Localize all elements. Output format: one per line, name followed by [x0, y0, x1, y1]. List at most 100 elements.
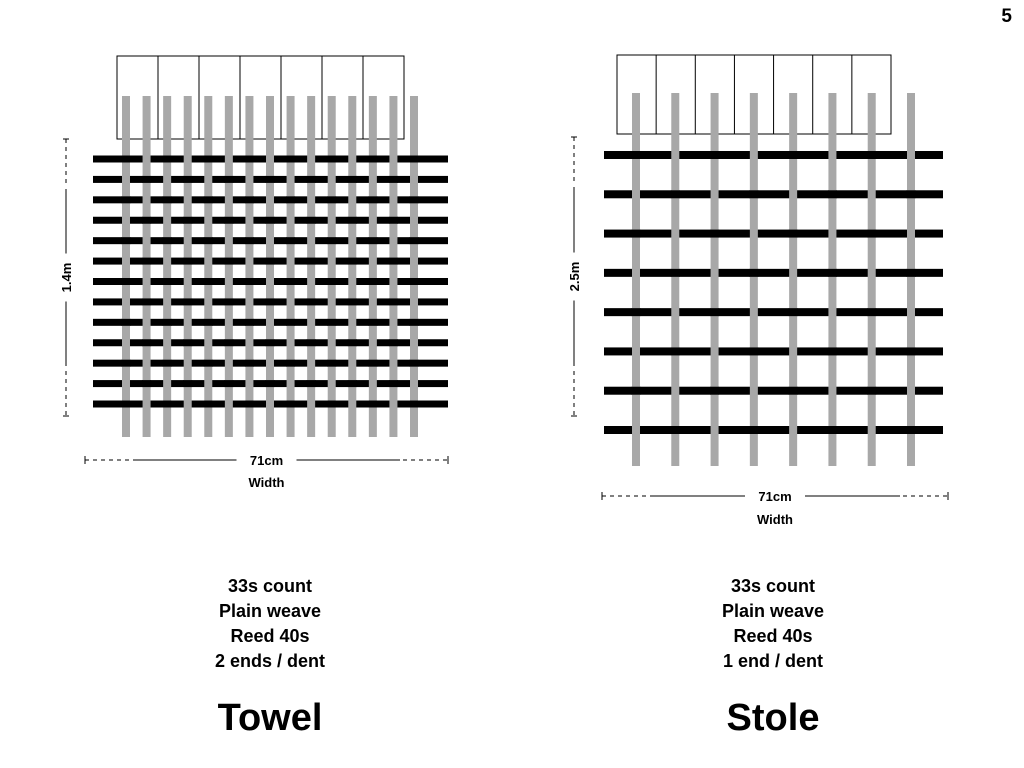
towel-spec-weave: Plain weave: [218, 601, 322, 621]
stole-weft-over-warp: [827, 268, 837, 277]
stole-weft-over-warp: [906, 426, 916, 434]
towel-weft-over-warp: [388, 257, 398, 265]
stole-weft-over-warp: [710, 308, 720, 317]
towel-warp-end: [122, 96, 130, 437]
stole-weft-over-warp: [631, 229, 641, 238]
stole-weft-over-warp: [749, 347, 759, 356]
stole-weft-over-warp: [749, 268, 759, 277]
towel-weft-over-warp: [162, 359, 172, 367]
towel-weft-over-warp: [121, 400, 131, 408]
towel-weft-over-warp: [142, 216, 152, 224]
towel-weft-over-warp: [183, 380, 193, 388]
towel-weft-over-warp: [265, 339, 275, 347]
stole-warp-threads: [632, 93, 915, 466]
stole-weft-over-warp: [749, 190, 759, 199]
towel-weft-over-warp: [203, 318, 213, 326]
towel-weft-over-warp: [286, 278, 296, 285]
towel-weft-over-warp: [244, 237, 254, 245]
stole-weft-over-warp: [867, 386, 877, 395]
towel-weft-over-warp: [162, 278, 172, 285]
towel-weft-over-warp: [286, 359, 296, 367]
towel-weft-over-warp: [121, 155, 131, 163]
stole-weft-threads: [604, 151, 943, 434]
towel-weft-over-warp: [203, 359, 213, 367]
stole-weft-over-warp: [788, 229, 798, 238]
towel-width-caption: Width: [249, 475, 285, 490]
towel-weft-over-warp: [224, 257, 234, 265]
towel-weft-over-warp: [203, 155, 213, 163]
stole-width-caption: Width: [757, 512, 793, 527]
stole-width-value: 71cm: [758, 489, 791, 504]
towel-weft-over-warp: [244, 196, 254, 204]
stole-weft-over-warp: [827, 426, 837, 434]
towel-weft-over-warp: [327, 196, 337, 204]
stole-weft-pick: [604, 151, 943, 159]
towel-weft-over-warp: [347, 380, 357, 388]
towel-warp-end: [266, 96, 274, 437]
stole-weft-over-warp: [867, 151, 877, 159]
towel-weft-over-warp: [265, 380, 275, 388]
stole-warp-end: [867, 93, 876, 466]
stole-warp-end: [671, 93, 680, 466]
towel-weft-over-warp: [224, 298, 234, 306]
towel-weft-over-warp: [286, 196, 296, 204]
towel-weft-over-warp: [347, 298, 357, 306]
towel-weft-over-warp: [183, 257, 193, 265]
stole-title: Stole: [726, 697, 820, 739]
towel-weft-over-warp: [142, 298, 152, 306]
towel-weft-over-warp: [162, 196, 172, 204]
stole-weft-over-warp: [631, 386, 641, 395]
stole-weft-over-warp: [710, 386, 720, 395]
towel-weft-over-warp: [224, 339, 234, 347]
towel-warp-end: [286, 96, 295, 437]
stole-weft-over-warp: [788, 386, 798, 395]
towel-warp-end: [307, 96, 316, 437]
towel-weft-over-warp: [224, 216, 234, 224]
towel-weft-over-warp: [286, 318, 296, 326]
towel-weft-over-warp: [244, 400, 254, 408]
towel-weft-over-warp: [162, 400, 172, 408]
towel-weft-over-warp: [162, 155, 172, 163]
towel-weft-over-warp: [327, 278, 337, 285]
towel-weft-over-warp: [286, 237, 296, 245]
towel-weft-over-warp: [409, 400, 419, 408]
towel-warp-end: [245, 96, 254, 437]
stole-weft-over-warp: [906, 347, 916, 356]
towel-length-dimension: 1.4m: [59, 138, 74, 417]
towel-weft-over-warp: [265, 175, 275, 183]
towel-weft-over-warp: [121, 318, 131, 326]
towel-weft-over-warp: [327, 318, 337, 326]
towel-weft-over-warp: [368, 318, 378, 326]
stole-weft-pick: [604, 268, 943, 277]
towel-weft-over-warp: [409, 196, 419, 204]
towel-spec-ends: 2 ends / dent: [214, 651, 326, 671]
stole-weft-over-warp: [670, 190, 680, 199]
stole-warp-end: [789, 93, 798, 466]
towel-warp-end: [204, 96, 213, 437]
towel-weft-over-warp: [368, 196, 378, 204]
stole-spec-weave: Plain weave: [721, 601, 825, 621]
towel-weft-over-warp: [183, 339, 193, 347]
stole-weft-over-warp: [670, 426, 680, 434]
stole-weft-over-warp: [670, 347, 680, 356]
towel-reed: [116, 55, 405, 140]
stole-weft-pick: [604, 190, 943, 199]
stole-interlacing: [631, 151, 916, 434]
towel-weft-over-warp: [388, 216, 398, 224]
towel-spec-count: 33s count: [227, 576, 313, 596]
stole-weft-over-warp: [631, 151, 641, 159]
towel-weft-over-warp: [121, 278, 131, 285]
stole-warp-end: [710, 93, 719, 466]
towel-warp-end: [224, 96, 233, 437]
towel-weft-over-warp: [286, 400, 296, 408]
towel-weft-over-warp: [347, 175, 357, 183]
towel-weft-over-warp: [368, 278, 378, 285]
towel-weft-over-warp: [162, 318, 172, 326]
towel-weft-over-warp: [306, 298, 316, 306]
stole-weft-over-warp: [710, 229, 720, 238]
towel-warp-end: [410, 96, 418, 437]
towel-weft-over-warp: [142, 175, 152, 183]
stole-weft-over-warp: [631, 308, 641, 317]
